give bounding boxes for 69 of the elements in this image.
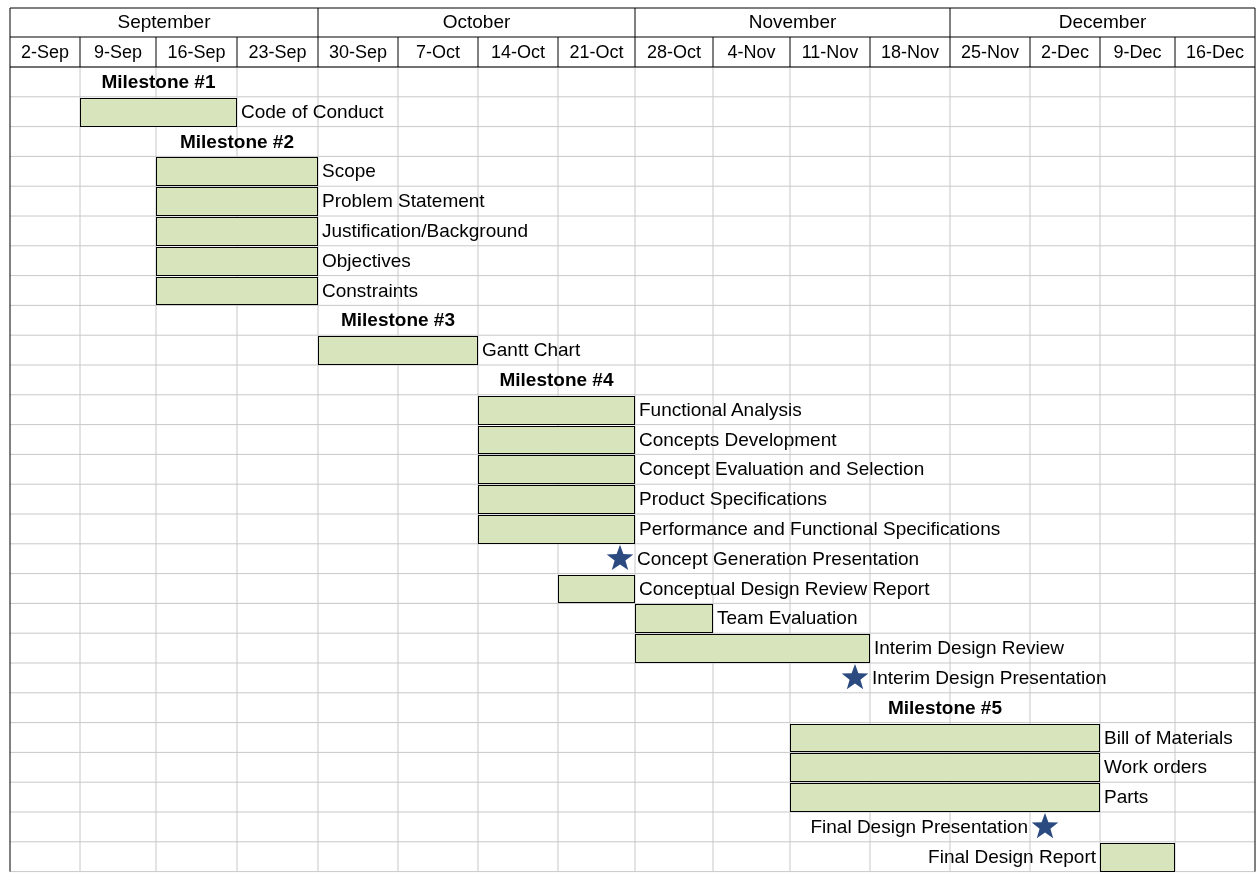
task-label: Product Specifications [639,487,827,512]
task-label: Constraints [322,278,419,303]
task-label: Parts [1104,785,1149,810]
task-bar [478,485,635,514]
task-bar [156,187,318,216]
week-header: 9-Dec [1112,41,1163,64]
task-bar [635,604,713,634]
task-bar [156,246,318,276]
task-bar [478,395,635,425]
task-label: Final Design Report [928,844,1096,869]
week-header: 11-Nov [800,41,860,64]
task-label: Conceptual Design Review Report [639,576,930,601]
task-label: Scope [322,159,376,184]
task-bar [558,574,635,604]
task-bar [478,455,635,485]
task-label: Objectives [322,248,411,273]
task-label: Team Evaluation [717,606,858,631]
task-label: Functional Analysis [639,397,802,422]
task-bar [1100,842,1175,872]
task-bar [156,217,318,246]
week-header: 4-Nov [726,41,777,64]
week-header: 2-Sep [19,41,70,64]
task-bar [790,753,1100,783]
month-header: November [747,10,838,34]
week-header: 2-Dec [1040,41,1090,64]
month-header: December [1057,10,1148,34]
task-bar [478,425,635,455]
month-header: October [441,10,512,34]
week-header: 18-Nov [880,41,940,64]
task-bar [80,97,237,127]
task-bar [635,634,870,663]
task-bar [156,276,318,306]
week-header: 28-Oct [646,41,702,64]
task-bar [478,515,635,544]
task-bar [790,783,1100,812]
milestone-star-icon [606,544,634,570]
milestone-heading: Milestone #3 [339,308,456,333]
week-header: 21-Oct [568,41,625,64]
task-label: Concept Evaluation and Selection [639,457,925,482]
week-header: 30-Sep [327,41,388,64]
task-label: Justification/Background [322,219,528,243]
task-bar [790,723,1100,753]
task-label: Bill of Materials [1104,725,1233,750]
week-header: 25-Nov [960,41,1020,64]
week-header: 16-Sep [166,41,227,64]
task-label: Interim Design Review [874,636,1065,661]
task-bar [156,157,318,187]
milestone-heading: Milestone #1 [100,70,217,94]
task-label: Concepts Development [639,427,837,452]
week-header: 14-Oct [490,41,546,64]
task-label: Work orders [1104,755,1208,780]
week-header: 23-Sep [247,41,308,64]
milestone-star-icon [1031,812,1059,839]
task-label: Concept Generation Presentation [637,546,919,571]
task-bar [318,336,478,365]
milestone-heading: Milestone #2 [178,129,295,154]
week-header: 9-Sep [92,41,143,64]
task-label: Problem Statement [322,189,485,214]
milestone-heading: Milestone #4 [498,368,615,392]
milestone-star-icon [841,663,869,690]
task-label: Performance and Functional Specifications [639,517,1001,541]
task-label: Interim Design Presentation [872,666,1107,690]
task-label: Gantt Chart [482,338,581,363]
task-label: Final Design Presentation [810,815,1028,839]
month-header: September [116,10,212,34]
milestone-heading: Milestone #5 [886,695,1003,720]
week-header: 16-Dec [1185,41,1245,64]
week-header: 7-Oct [415,41,461,64]
task-label: Code of Conduct [241,99,384,124]
